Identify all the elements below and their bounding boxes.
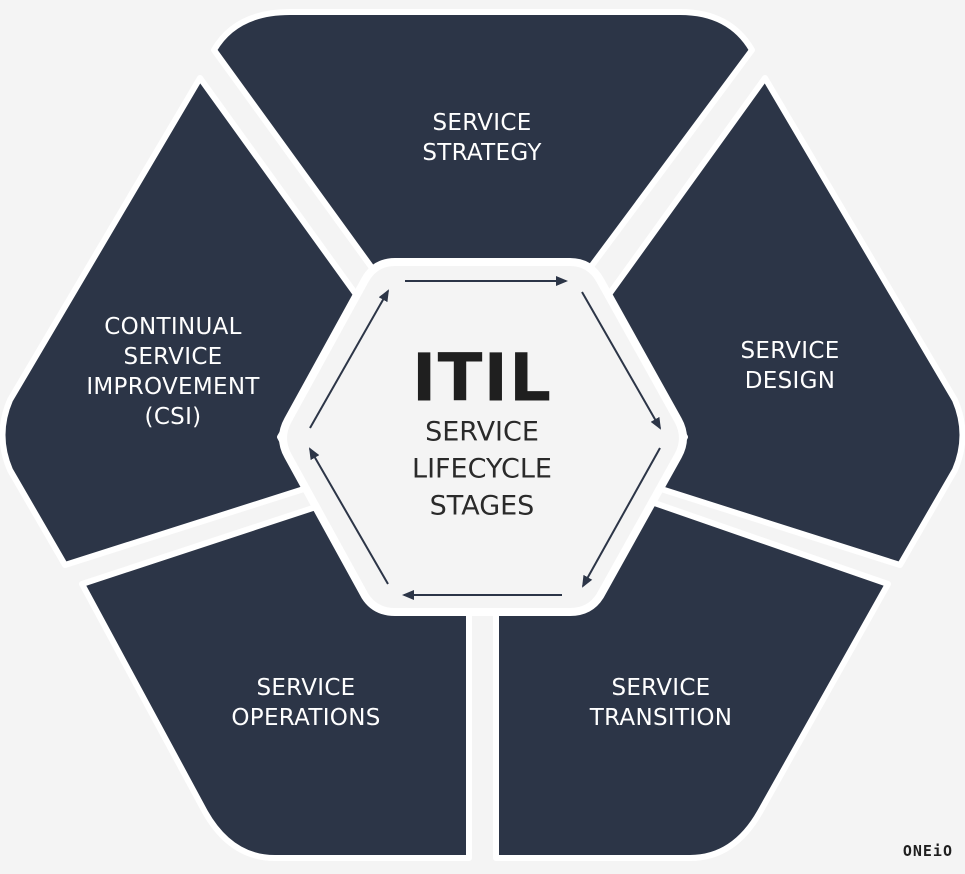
stage-label-line: OPERATIONS: [231, 705, 381, 731]
stage-label-line: TRANSITION: [589, 705, 733, 731]
stage-label-line: SERVICE: [256, 675, 356, 701]
stage-label-service-strategy: SERVICE STRATEGY: [422, 108, 541, 168]
center-subtitle-line: STAGES: [429, 490, 535, 522]
stage-label-continual-service-improvement: CONTINUAL SERVICE IMPROVEMENT (CSI): [86, 312, 259, 432]
stage-label-service-transition: SERVICE TRANSITION: [590, 673, 733, 733]
stage-label-line: (CSI): [144, 404, 202, 430]
stage-label-line: SERVICE: [740, 338, 840, 364]
center-hexagon: [279, 258, 687, 616]
stage-label-line: SERVICE: [432, 110, 532, 136]
stage-label-line: DESIGN: [744, 368, 836, 394]
stage-label-service-operations: SERVICE OPERATIONS: [231, 673, 380, 733]
arrow-design-to-transition-upper: [581, 291, 661, 430]
stage-label-line: SERVICE: [123, 344, 223, 370]
center-title: ITIL: [411, 339, 553, 417]
center-subtitle-line: SERVICE: [425, 416, 539, 448]
arrow-operations-to-csi: [308, 447, 389, 585]
oneio-logo: ONEiO: [902, 842, 953, 860]
center-subtitle-line: LIFECYCLE: [412, 453, 552, 485]
stage-label-service-design: SERVICE DESIGN: [740, 336, 839, 396]
stage-label-line: IMPROVEMENT: [86, 374, 260, 400]
arrow-design-to-transition-lower: [582, 447, 661, 588]
stage-label-line: CONTINUAL: [104, 314, 242, 340]
arrow-csi-to-strategy: [309, 289, 389, 429]
center-subtitle: SERVICE LIFECYCLE STAGES: [412, 414, 552, 525]
stage-label-line: STRATEGY: [422, 140, 542, 166]
stage-label-line: SERVICE: [611, 675, 711, 701]
